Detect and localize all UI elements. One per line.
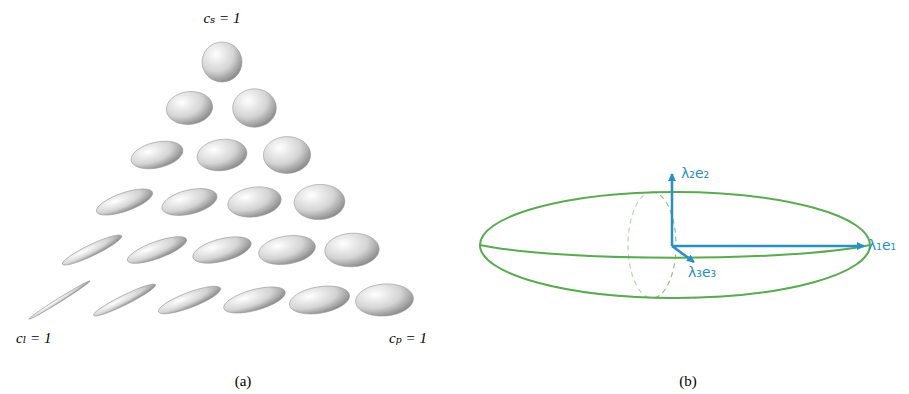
ellipsoid-glyph (257, 232, 318, 268)
ellipsoid-glyph (232, 88, 276, 127)
ellipsoid-glyph (287, 282, 351, 318)
ellipsoid-glyph (156, 281, 223, 319)
panel-label: (a) (235, 373, 252, 390)
ellipsoid-glyph (128, 137, 185, 174)
ellipsoid-glyph (165, 89, 215, 127)
ellipsoid-glyph (226, 184, 283, 221)
ellipsoid-glyph (354, 282, 414, 318)
ellipsoid (480, 192, 870, 298)
ellipsoid-glyph (263, 136, 311, 174)
ellipsoid-glyph (94, 184, 156, 221)
ellipsoid-triangle (28, 42, 415, 321)
vertex-label: cₛ = 1 (204, 10, 241, 27)
ellipsoid-glyph (202, 42, 242, 82)
ellipsoid-glyph (324, 232, 380, 269)
ellipsoid-glyph (190, 232, 254, 269)
ellipsoid-glyph (159, 184, 219, 221)
ellipsoid-glyph (28, 279, 91, 321)
axis-label: λ₂e₂ (681, 166, 709, 181)
axis-label: λ₁e₁ (868, 238, 896, 253)
vertex-label: cₚ = 1 (389, 330, 427, 347)
vertex-label: cₗ = 1 (16, 330, 51, 347)
ellipsoid-glyph (60, 231, 124, 269)
ellipsoid-glyph (293, 183, 345, 220)
ellipsoid-glyph (195, 136, 249, 173)
panel-label: (b) (679, 373, 697, 390)
ellipsoid-glyph (91, 280, 157, 319)
axis-label: λ₃e₃ (688, 265, 716, 280)
ellipsoid-glyph (221, 282, 288, 319)
ellipsoid-glyph (125, 231, 190, 268)
eigen-axes (672, 174, 864, 262)
